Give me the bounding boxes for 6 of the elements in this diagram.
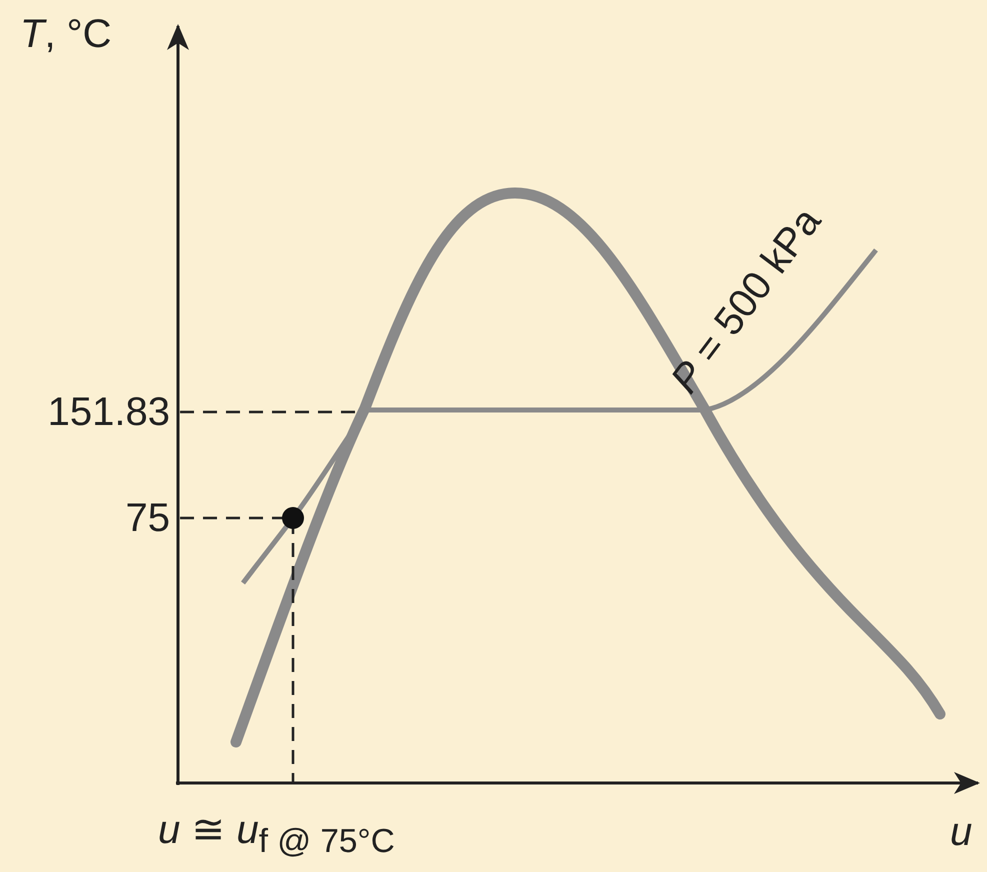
- tick-label: 75: [126, 498, 170, 538]
- tick-label: 151.83: [48, 392, 170, 432]
- axis-label: u: [950, 812, 972, 852]
- isobar-label: P = 500 kPa: [664, 201, 828, 400]
- axis-label: T, °C: [20, 14, 112, 54]
- axis-tick-label: u ≅ u$_{f @ 75°C}$: [158, 810, 395, 858]
